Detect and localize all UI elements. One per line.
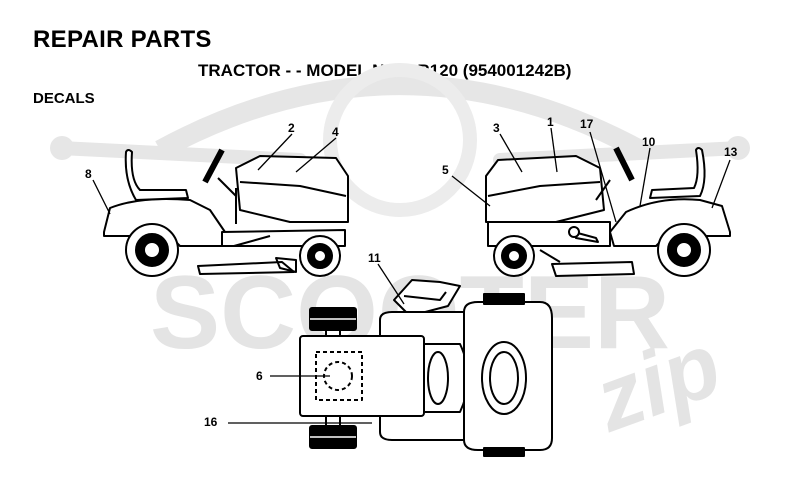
page-title: REPAIR PARTS [33,26,212,53]
callout-13: 13 [724,145,738,159]
callout-3: 3 [493,121,500,135]
tractor-right-side-view [485,146,731,277]
tractor-left-side-view [103,148,349,277]
callout-8: 8 [85,167,92,181]
leader-lines [92,127,731,424]
callout-10: 10 [642,135,656,149]
section-heading: DECALS [33,90,95,107]
callout-labels: 8 2 4 3 1 17 10 13 5 11 6 16 [85,115,738,429]
callout-16: 16 [204,415,218,429]
tractor-top-view [299,279,553,457]
callout-11: 11 [368,251,381,265]
callout-5: 5 [442,163,449,177]
callout-4: 4 [332,125,339,139]
callout-17: 17 [580,117,594,131]
callout-1: 1 [547,115,554,129]
callout-6: 6 [256,369,263,383]
callout-2: 2 [288,121,295,135]
